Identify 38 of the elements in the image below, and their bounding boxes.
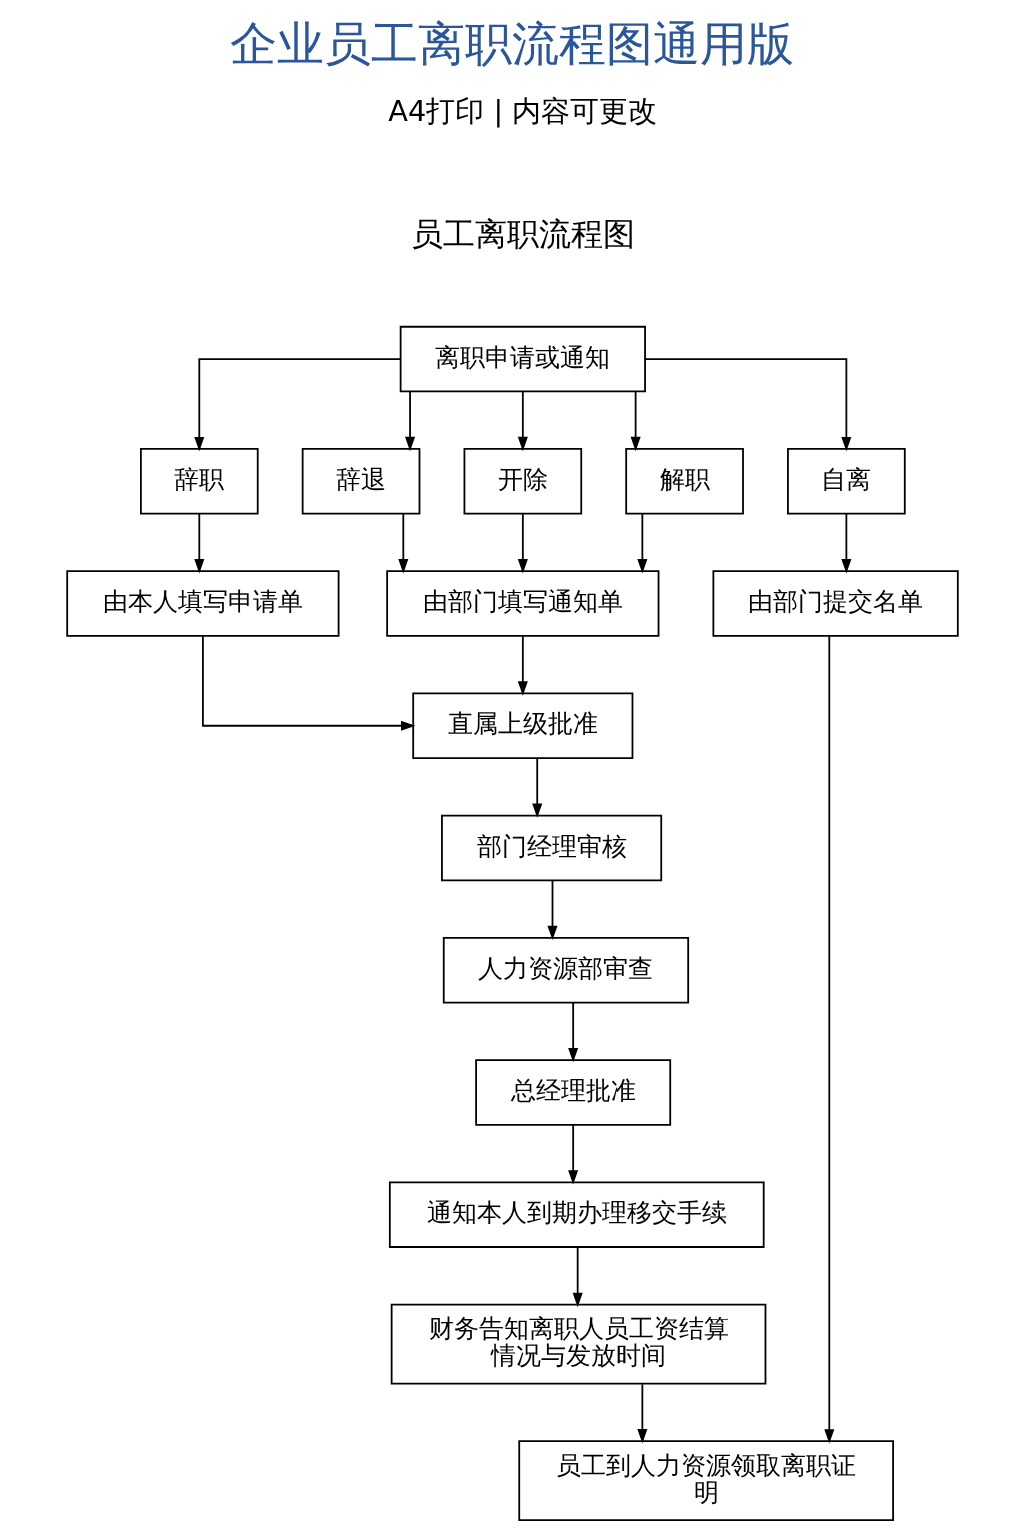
arrow xyxy=(643,358,851,452)
arrow xyxy=(546,879,558,941)
arrow xyxy=(517,390,528,452)
node-box: 由本人填写申请单 xyxy=(65,570,339,637)
arrow xyxy=(636,1383,647,1444)
node-box: 部门经理审核 xyxy=(440,814,662,882)
arrow xyxy=(517,513,528,574)
node-box: 辞职 xyxy=(139,448,259,515)
label: A4打印 | 内容可更改 xyxy=(387,94,657,129)
arrow xyxy=(636,513,647,574)
arrow xyxy=(193,358,401,452)
label: 员工离职流程图 xyxy=(410,214,635,253)
node-box: 由部门填写通知单 xyxy=(385,570,659,637)
node-box: 直属上级批准 xyxy=(411,692,633,759)
arrow xyxy=(397,513,408,574)
node-box: 自离 xyxy=(786,448,906,515)
node-box: 开除 xyxy=(463,448,582,515)
arrow xyxy=(630,390,641,452)
arrow xyxy=(572,1246,583,1308)
arrow xyxy=(201,635,415,731)
node-box: 由部门提交名单 xyxy=(711,570,959,637)
node-box: 总经理批准 xyxy=(474,1059,671,1126)
arrow xyxy=(517,635,528,696)
arrow xyxy=(567,1124,578,1185)
arrow xyxy=(193,513,204,574)
node-box: 通知本人到期办理移交手续 xyxy=(388,1181,765,1248)
arrow xyxy=(823,635,834,1444)
node-box: 员工到人力资源领取离职证明 xyxy=(517,1440,894,1522)
arrow xyxy=(531,757,542,818)
node-box: 人力资源部审查 xyxy=(442,936,689,1004)
node-box: 离职申请或通知 xyxy=(399,325,646,393)
arrow xyxy=(404,390,415,452)
node-box: 辞退 xyxy=(301,448,420,515)
node-box: 财务告知离职人员工资结算情况与发放时间 xyxy=(390,1303,766,1385)
arrow xyxy=(567,1002,578,1063)
node-box: 解职 xyxy=(624,448,744,515)
diagram-title: 企业员工离职流程图通用版 xyxy=(230,17,794,72)
arrow xyxy=(840,513,851,574)
